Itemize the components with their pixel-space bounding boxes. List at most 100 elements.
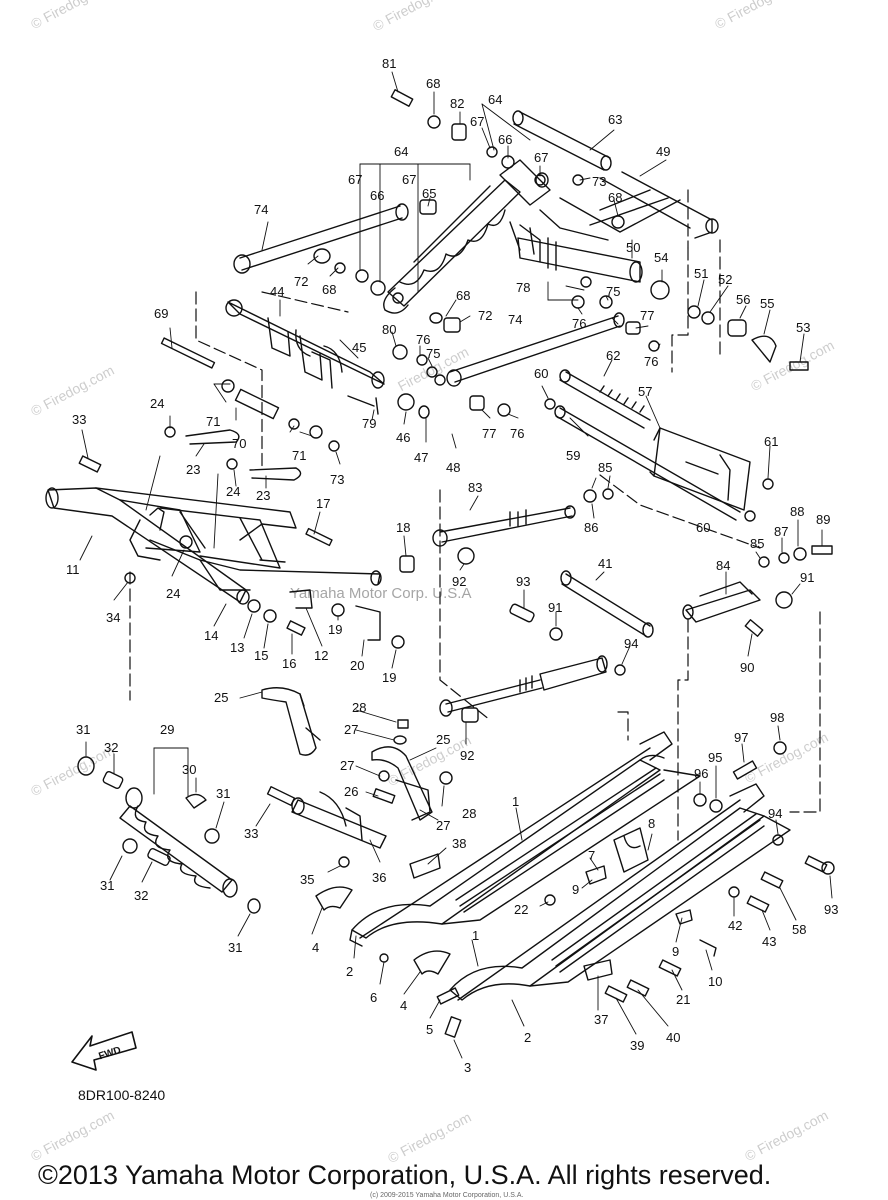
bracket-25-left (261, 687, 321, 756)
part-number-29: 29 (160, 722, 174, 737)
part-number-96: 96 (694, 766, 708, 781)
part-number-91: 91 (800, 570, 814, 585)
part-number-68: 68 (456, 288, 470, 303)
part-number-88: 88 (790, 504, 804, 519)
part-number-2: 2 (346, 964, 353, 979)
part-number-67: 67 (348, 172, 362, 187)
part-number-48: 48 (446, 460, 460, 475)
part-number-49: 49 (656, 144, 670, 159)
part-number-85: 85 (598, 460, 612, 475)
part-number-24: 24 (226, 484, 240, 499)
part-number-19: 19 (382, 670, 396, 685)
part-number-8: 8 (648, 816, 655, 831)
part-number-93: 93 (824, 902, 838, 917)
part-number-60: 60 (534, 366, 548, 381)
part-number-44: 44 (270, 284, 284, 299)
part-number-31: 31 (76, 722, 90, 737)
rear-arm-49 (539, 171, 719, 241)
part-number-33: 33 (244, 826, 258, 841)
part-number-36: 36 (372, 870, 386, 885)
drawing-code: 8DR100-8240 (78, 1087, 166, 1103)
part-number-25: 25 (436, 732, 450, 747)
lower-arm-36 (291, 779, 431, 849)
part-number-92: 92 (460, 748, 474, 763)
part-number-42: 42 (728, 918, 742, 933)
bracket-84 (682, 581, 761, 623)
part-number-51: 51 (694, 266, 708, 281)
part-number-32: 32 (134, 888, 148, 903)
fwd-arrow (71, 1031, 137, 1071)
shaft-74-left (233, 203, 409, 274)
part-number-23: 23 (256, 488, 270, 503)
part-number-6: 6 (370, 990, 377, 1005)
part-number-56: 56 (736, 292, 750, 307)
part-number-41: 41 (598, 556, 612, 571)
damper-93 (439, 655, 608, 717)
part-number-2: 2 (524, 1030, 531, 1045)
part-number-22: 22 (514, 902, 528, 917)
part-number-71: 71 (292, 448, 306, 463)
part-number-30: 30 (182, 762, 196, 777)
bracket-57 (649, 427, 751, 511)
part-number-15: 15 (254, 648, 268, 663)
copyright-notice: ©2013 Yamaha Motor Corporation, U.S.A. A… (38, 1160, 772, 1190)
part-number-39: 39 (630, 1038, 644, 1053)
part-number-40: 40 (666, 1030, 680, 1045)
part-number-90: 90 (740, 660, 754, 675)
part-number-73: 73 (330, 472, 344, 487)
part-number-27: 27 (340, 758, 354, 773)
part-number-66: 66 (498, 132, 512, 147)
part-number-9: 9 (672, 944, 679, 959)
part-number-98: 98 (770, 710, 784, 725)
part-number-10: 10 (708, 974, 722, 989)
slide-rail-left (349, 731, 701, 947)
part-number-32: 32 (104, 740, 118, 755)
part-number-38: 38 (452, 836, 466, 851)
pivot-shaft-62 (559, 369, 651, 429)
part-number-77: 77 (640, 308, 654, 323)
part-number-28: 28 (462, 806, 476, 821)
part-number-labels: 81 68 82 64 67 66 67 63 49 73 68 64 67 6… (66, 56, 838, 1075)
part-number-27: 27 (344, 722, 358, 737)
arm-44-45 (225, 299, 385, 389)
part-number-34: 34 (106, 610, 120, 625)
part-number-94: 94 (768, 806, 782, 821)
part-number-19: 19 (328, 622, 342, 637)
overlay-watermark: Yamaha Motor Corp. U.S.A (290, 585, 472, 602)
part-number-13: 13 (230, 640, 244, 655)
part-number-72: 72 (478, 308, 492, 323)
part-number-83: 83 (468, 480, 482, 495)
part-number-12: 12 (314, 648, 328, 663)
part-number-75: 75 (426, 346, 440, 361)
part-number-77: 77 (482, 426, 496, 441)
part-number-7: 7 (588, 848, 595, 863)
part-number-69: 69 (154, 306, 168, 321)
part-number-74: 74 (254, 202, 268, 217)
part-number-68: 68 (426, 76, 440, 91)
part-number-31: 31 (216, 786, 230, 801)
part-number-24: 24 (150, 396, 164, 411)
part-number-28: 28 (352, 700, 366, 715)
part-number-5: 5 (426, 1022, 433, 1037)
part-number-76: 76 (644, 354, 658, 369)
part-number-24: 24 (166, 586, 180, 601)
part-number-80: 80 (382, 322, 396, 337)
part-number-62: 62 (606, 348, 620, 363)
part-number-25: 25 (214, 690, 228, 705)
part-number-59: 59 (566, 448, 580, 463)
part-number-67: 67 (470, 114, 484, 129)
shock-absorber-29 (119, 787, 238, 898)
part-number-3: 3 (464, 1060, 471, 1075)
part-number-18: 18 (396, 520, 410, 535)
part-number-66: 66 (370, 188, 384, 203)
part-number-75: 75 (606, 284, 620, 299)
part-number-64: 64 (488, 92, 502, 107)
part-number-93: 93 (516, 574, 530, 589)
part-number-70: 70 (232, 436, 246, 451)
part-number-67: 67 (534, 150, 548, 165)
part-number-71: 71 (206, 414, 220, 429)
part-number-82: 82 (450, 96, 464, 111)
part-number-68: 68 (608, 190, 622, 205)
part-number-76: 76 (416, 332, 430, 347)
